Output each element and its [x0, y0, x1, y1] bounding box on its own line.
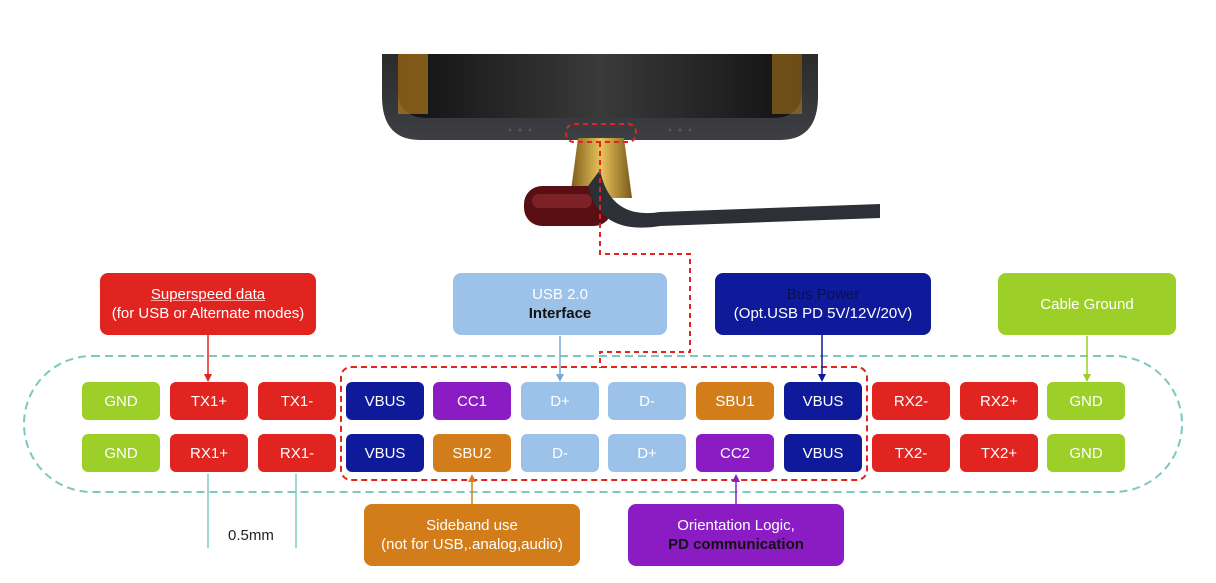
sideband-subtitle: (not for USB,.analog,audio) [381, 536, 563, 553]
sideband-title: Sideband use [426, 517, 518, 534]
cable-ground-title: Cable Ground [1040, 295, 1134, 313]
pin-pitch-label: 0.5mm [228, 527, 274, 544]
pin-b5-cc2: CC2 [696, 434, 774, 472]
pin-b10-rx1n: RX1- [258, 434, 336, 472]
pin-b9-vbus: VBUS [346, 434, 424, 472]
pin-a8-sbu1: SBU1 [696, 382, 774, 420]
bus-power-callout: Bus Power (Opt.USB PD 5V/12V/20V) [715, 273, 931, 335]
usb2-title: USB 2.0 [532, 286, 588, 303]
orientation-title: Orientation Logic, [677, 517, 795, 534]
connector-outline [23, 355, 1183, 493]
phone-screen [398, 54, 802, 118]
pin-b4-vbus: VBUS [784, 434, 862, 472]
cable-ground-callout: Cable Ground [998, 273, 1176, 335]
usb2-subtitle: Interface [528, 305, 592, 322]
pin-a1-gnd: GND [82, 382, 160, 420]
orientation-subtitle: PD communication [668, 536, 804, 553]
pin-b8-sbu2: SBU2 [433, 434, 511, 472]
superspeed-callout: Superspeed data (for USB or Alternate mo… [100, 273, 316, 335]
pin-a7-dn: D- [608, 382, 686, 420]
usb2-callout: USB 2.0 Interface [453, 273, 667, 335]
pin-b2-tx2p: TX2+ [960, 434, 1038, 472]
cable [588, 170, 880, 228]
pin-a2-tx1p: TX1+ [170, 382, 248, 420]
bus-power-title: Bus Power [786, 286, 860, 303]
pin-a5-cc1: CC1 [433, 382, 511, 420]
usb-core-group-outline [340, 366, 868, 481]
pin-a6-dp: D+ [521, 382, 599, 420]
pin-b3-tx2n: TX2- [872, 434, 950, 472]
bus-power-subtitle: (Opt.USB PD 5V/12V/20V) [733, 305, 913, 322]
pin-b12-gnd: GND [82, 434, 160, 472]
usb-c-connector [570, 138, 632, 198]
pin-a9-vbus: VBUS [784, 382, 862, 420]
pin-b6-dp: D+ [608, 434, 686, 472]
pin-a4-vbus: VBUS [346, 382, 424, 420]
pin-a10-rx2n: RX2- [872, 382, 950, 420]
superspeed-title: Superspeed data [150, 286, 266, 303]
pin-a3-tx1n: TX1- [258, 382, 336, 420]
superspeed-subtitle: (for USB or Alternate modes) [111, 305, 305, 322]
pin-b11-rx1p: RX1+ [170, 434, 248, 472]
pin-b7-dn: D- [521, 434, 599, 472]
sideband-callout: Sideband use (not for USB,.analog,audio) [364, 504, 580, 566]
pin-b1-gnd: GND [1047, 434, 1125, 472]
pin-a12-gnd: GND [1047, 382, 1125, 420]
orientation-callout: Orientation Logic, PD communication [628, 504, 844, 566]
pin-a11-rx2p: RX2+ [960, 382, 1038, 420]
